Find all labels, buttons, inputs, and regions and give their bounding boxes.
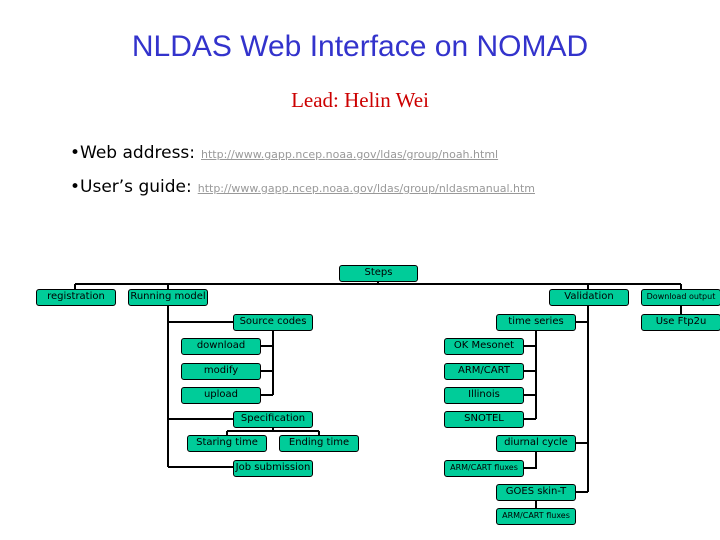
web-address-item: •Web address: http://www.gapp.ncep.noaa.g… (70, 143, 498, 163)
validation-node: Validation (549, 289, 629, 306)
upload-node: upload (181, 387, 261, 404)
snotel-node: SNOTEL (444, 411, 524, 428)
arm-cart-node: ARM/CART (444, 363, 524, 380)
download-node: download (181, 338, 261, 355)
specification-node: Specification (233, 411, 313, 428)
staring-time-node: Staring time (187, 435, 267, 452)
users-guide-label: •User’s guide: (70, 177, 192, 197)
users-guide-item: •User’s guide: http://www.gapp.ncep.noaa.… (70, 177, 535, 197)
modify-node: modify (181, 363, 261, 380)
page-title: NLDAS Web Interface on NOMAD (131, 30, 589, 63)
web-address-label: •Web address: (70, 143, 196, 163)
arm-cart-fluxes-node: ARM/CART fluxes (496, 508, 576, 525)
arm-cart-fluxes-node: ARM/CART fluxes (444, 460, 524, 477)
goes-skin-t-node: GOES skin-T (496, 484, 576, 501)
time-series-node: time series (496, 314, 576, 331)
illinois-node: Illinois (444, 387, 524, 404)
diurnal-cycle-node: diurnal cycle (496, 435, 576, 452)
registration-node: registration (36, 289, 116, 306)
job-submission-node: Job submission (233, 460, 313, 477)
download-output-node: Download output (641, 289, 720, 306)
ending-time-node: Ending time (279, 435, 359, 452)
steps-node: Steps (339, 265, 418, 282)
ok-mesonet-node: OK Mesonet (444, 338, 524, 355)
web-address-link[interactable]: http://www.gapp.ncep.noaa.gov/ldas/group… (201, 148, 499, 161)
users-guide-link[interactable]: http://www.gapp.ncep.noaa.gov/ldas/group… (197, 182, 535, 195)
lead-text: Lead: Helin Wei (291, 88, 429, 112)
use-ftp2u-node: Use Ftp2u (641, 314, 720, 331)
source-codes-node: Source codes (233, 314, 313, 331)
running-model-node: Running model (128, 289, 208, 306)
